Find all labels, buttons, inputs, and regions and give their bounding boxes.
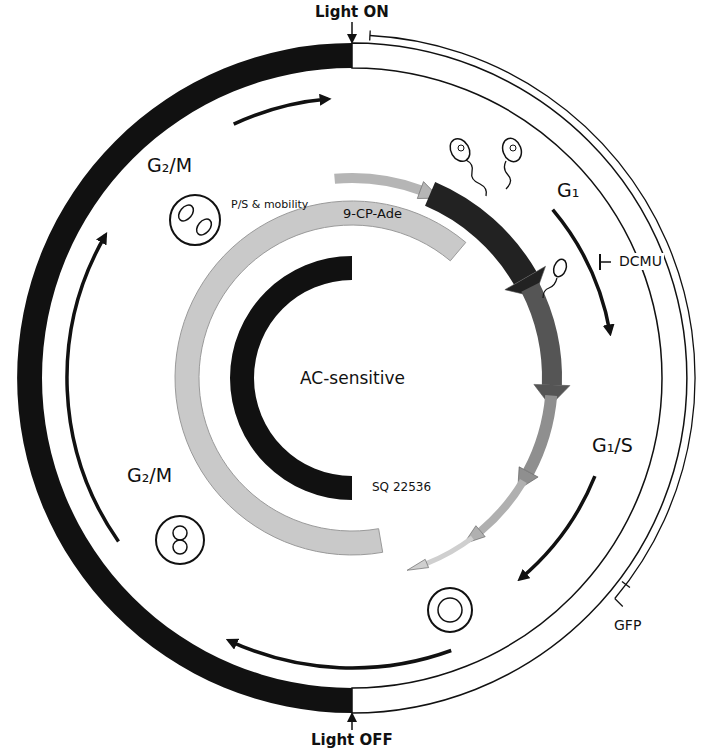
inhibitor-ring	[175, 201, 466, 555]
inhibitor-label: 9-CP-Ade	[341, 206, 404, 222]
nucleus-lobe	[173, 540, 187, 554]
phase-label: G₂/M	[145, 154, 194, 177]
bracket-tick	[369, 30, 371, 40]
activity-arrow-body	[430, 194, 525, 278]
dividing-cell	[170, 195, 220, 245]
stage-arrow	[229, 641, 451, 668]
phase-label: G₁/S	[590, 434, 635, 457]
stage-arrow	[234, 99, 328, 124]
flagellum	[543, 278, 557, 298]
dividing-cell	[156, 516, 204, 564]
inhibitor-label: SQ 22536	[370, 480, 433, 495]
flagellum	[466, 160, 486, 196]
daughter-cell	[194, 216, 215, 238]
inhibition-bar	[599, 254, 601, 270]
flagellated-cell	[499, 136, 524, 165]
leader-line	[615, 598, 623, 606]
cell-nucleus	[438, 598, 462, 622]
growing-cell	[428, 588, 472, 632]
treatment-label: GFP	[612, 617, 643, 634]
light-label: Light ON	[313, 3, 391, 22]
flagellated-cell	[446, 135, 474, 165]
cell-nucleus	[458, 145, 464, 151]
activity-arrow-body	[427, 538, 473, 564]
phase-label: G₁	[555, 179, 581, 202]
light-on-arrow	[351, 22, 353, 40]
nucleus-lobe	[173, 526, 187, 540]
activity-arrow-body	[529, 395, 552, 472]
treatment-bracket	[370, 36, 695, 599]
light-label: Light OFF	[309, 731, 395, 750]
stage-arrow	[67, 236, 119, 542]
phase-label: G₂/M	[125, 464, 174, 487]
treatment-label: DCMU	[617, 253, 664, 270]
activity-arrow-body	[335, 178, 421, 190]
process-label: P/S & mobility	[229, 198, 310, 212]
flagellum	[504, 161, 510, 189]
bracket-tick	[622, 581, 630, 587]
activity-arrow-body	[481, 481, 524, 531]
light-off-arrow	[351, 716, 353, 730]
cell-nucleus	[510, 145, 516, 151]
activity-arrow-body	[530, 287, 552, 385]
small-cell	[551, 257, 568, 278]
center-label: AC-sensitive	[298, 368, 407, 389]
activity-arrow-head	[407, 559, 429, 570]
stage-arrow	[520, 476, 595, 579]
daughter-cell	[176, 202, 197, 224]
inhibition-line	[600, 261, 611, 263]
